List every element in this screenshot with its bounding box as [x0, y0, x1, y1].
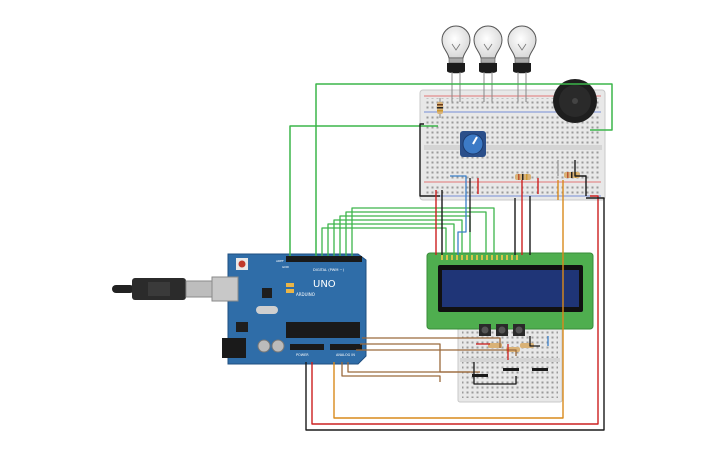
digital-label: DIGITAL (PWM ~)	[313, 268, 345, 272]
wire-blue-bb-lcd	[450, 175, 467, 255]
wire-green-lcd-2	[327, 223, 455, 256]
push-button-2[interactable]	[496, 324, 508, 336]
piezo-buzzer[interactable]	[553, 79, 597, 123]
analog-header	[330, 344, 362, 350]
resistor-top[interactable]	[437, 98, 443, 118]
wire-green-lcd-4	[339, 215, 471, 256]
wire-black-small-2	[473, 362, 517, 385]
push-button-1[interactable]	[479, 324, 491, 336]
power-jack	[222, 338, 246, 358]
light-bulb-2[interactable]	[473, 25, 503, 74]
usb-chip	[262, 288, 272, 298]
power-label: POWER	[296, 353, 309, 357]
wire-green-pot	[289, 125, 438, 256]
wire-green-lcd-3	[333, 219, 463, 256]
push-button-3[interactable]	[513, 324, 525, 336]
wire-green-lcd-5	[345, 211, 487, 256]
lcd-pins	[441, 255, 518, 260]
wire-black-bb-right	[574, 160, 587, 196]
wire-black-loop	[305, 197, 605, 431]
usb-cable	[112, 278, 213, 300]
uno-logo: UNO	[313, 279, 336, 290]
wire-brown-4	[347, 362, 470, 373]
wire-green-lcd-6	[351, 207, 495, 256]
lcd-display[interactable]	[426, 252, 594, 330]
small-breadboard[interactable]	[457, 321, 563, 403]
analog-label: ANALOG IN	[336, 353, 355, 357]
arduino-brand: ARDUINO	[296, 292, 315, 297]
resistor-mid-2[interactable]	[564, 172, 580, 178]
light-bulb-3[interactable]	[507, 25, 537, 74]
digital-header	[286, 256, 362, 262]
wire-black-left	[419, 123, 440, 197]
power-header	[290, 344, 324, 350]
resistor-mid-1[interactable]	[515, 174, 531, 180]
arduino-uno-board[interactable]: UNO ARDUINO DIGITAL (PWM ~) POWER ANALOG…	[211, 253, 367, 365]
wire-brown-3	[356, 349, 517, 356]
wire-brown-1	[362, 337, 501, 348]
capacitor-2	[271, 339, 285, 353]
wire-green-buzzer	[315, 83, 613, 256]
capacitor-1	[257, 339, 271, 353]
bulb-leads	[451, 72, 527, 102]
small-bb-jumpers	[472, 368, 548, 377]
wire-black-small	[529, 336, 540, 347]
gnd-label: GND	[282, 265, 290, 269]
potentiometer[interactable]	[460, 131, 486, 157]
crystal	[256, 306, 278, 314]
wire-brown-5	[341, 362, 441, 382]
light-bulb-1[interactable]	[441, 25, 471, 74]
wire-orange	[333, 180, 564, 419]
aref-label: AREF	[276, 259, 284, 263]
wire-red-loop	[311, 195, 599, 425]
usb-port	[211, 276, 239, 302]
atmega-chip	[286, 322, 360, 338]
wire-green-lcd-1	[321, 227, 447, 256]
wires	[289, 83, 613, 431]
